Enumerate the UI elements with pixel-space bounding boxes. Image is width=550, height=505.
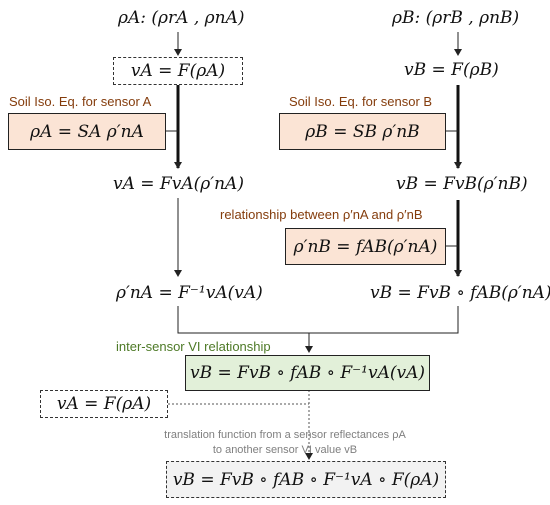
vB-definition: vB = F(ρB) <box>404 60 499 80</box>
soil-label-b: Soil Iso. Eq. for sensor B <box>289 94 433 109</box>
inter-sensor-label: inter-sensor VI relationship <box>116 339 271 354</box>
soil-eq-box-a: ρA = SA ρ′nA <box>8 113 166 150</box>
final-translation-eq-box: vB = FvB ∘ fAB ∘ F⁻¹vA ∘ F(ρA) <box>166 461 446 498</box>
sensor-b-header: ρB: (ρrB , ρnB) <box>392 8 520 28</box>
inter-sensor-eq-box: vB = FvB ∘ fAB ∘ F⁻¹vA(vA) <box>185 355 430 391</box>
FvA-equation: vA = FvA(ρ′nA) <box>113 174 244 194</box>
FvB-equation: vB = FvB(ρ′nB) <box>396 174 528 194</box>
vA-definition-box: vA = F(ρA) <box>113 57 243 85</box>
relationship-label: relationship between ρ′nA and ρ′nB <box>220 207 423 222</box>
merge-line <box>177 306 459 334</box>
vA-dashed-box: vA = F(ρA) <box>40 390 168 418</box>
translation-line-1: translation function from a sensor refle… <box>164 429 406 441</box>
relationship-eq-box: ρ′nB = fAB(ρ′nA) <box>285 228 446 265</box>
soil-eq-box-b: ρB = SB ρ′nB <box>279 113 446 150</box>
translation-line-2: to another sensor VI value vB <box>212 444 358 456</box>
soil-label-a: Soil Iso. Eq. for sensor A <box>9 94 152 109</box>
sensor-a-header: ρA: (ρrA , ρnA) <box>118 8 245 28</box>
inverse-equation: ρ′nA = F⁻¹vA(vA) <box>116 283 263 303</box>
composite-equation: vB = FvB ∘ fAB(ρ′nA) <box>370 283 550 303</box>
